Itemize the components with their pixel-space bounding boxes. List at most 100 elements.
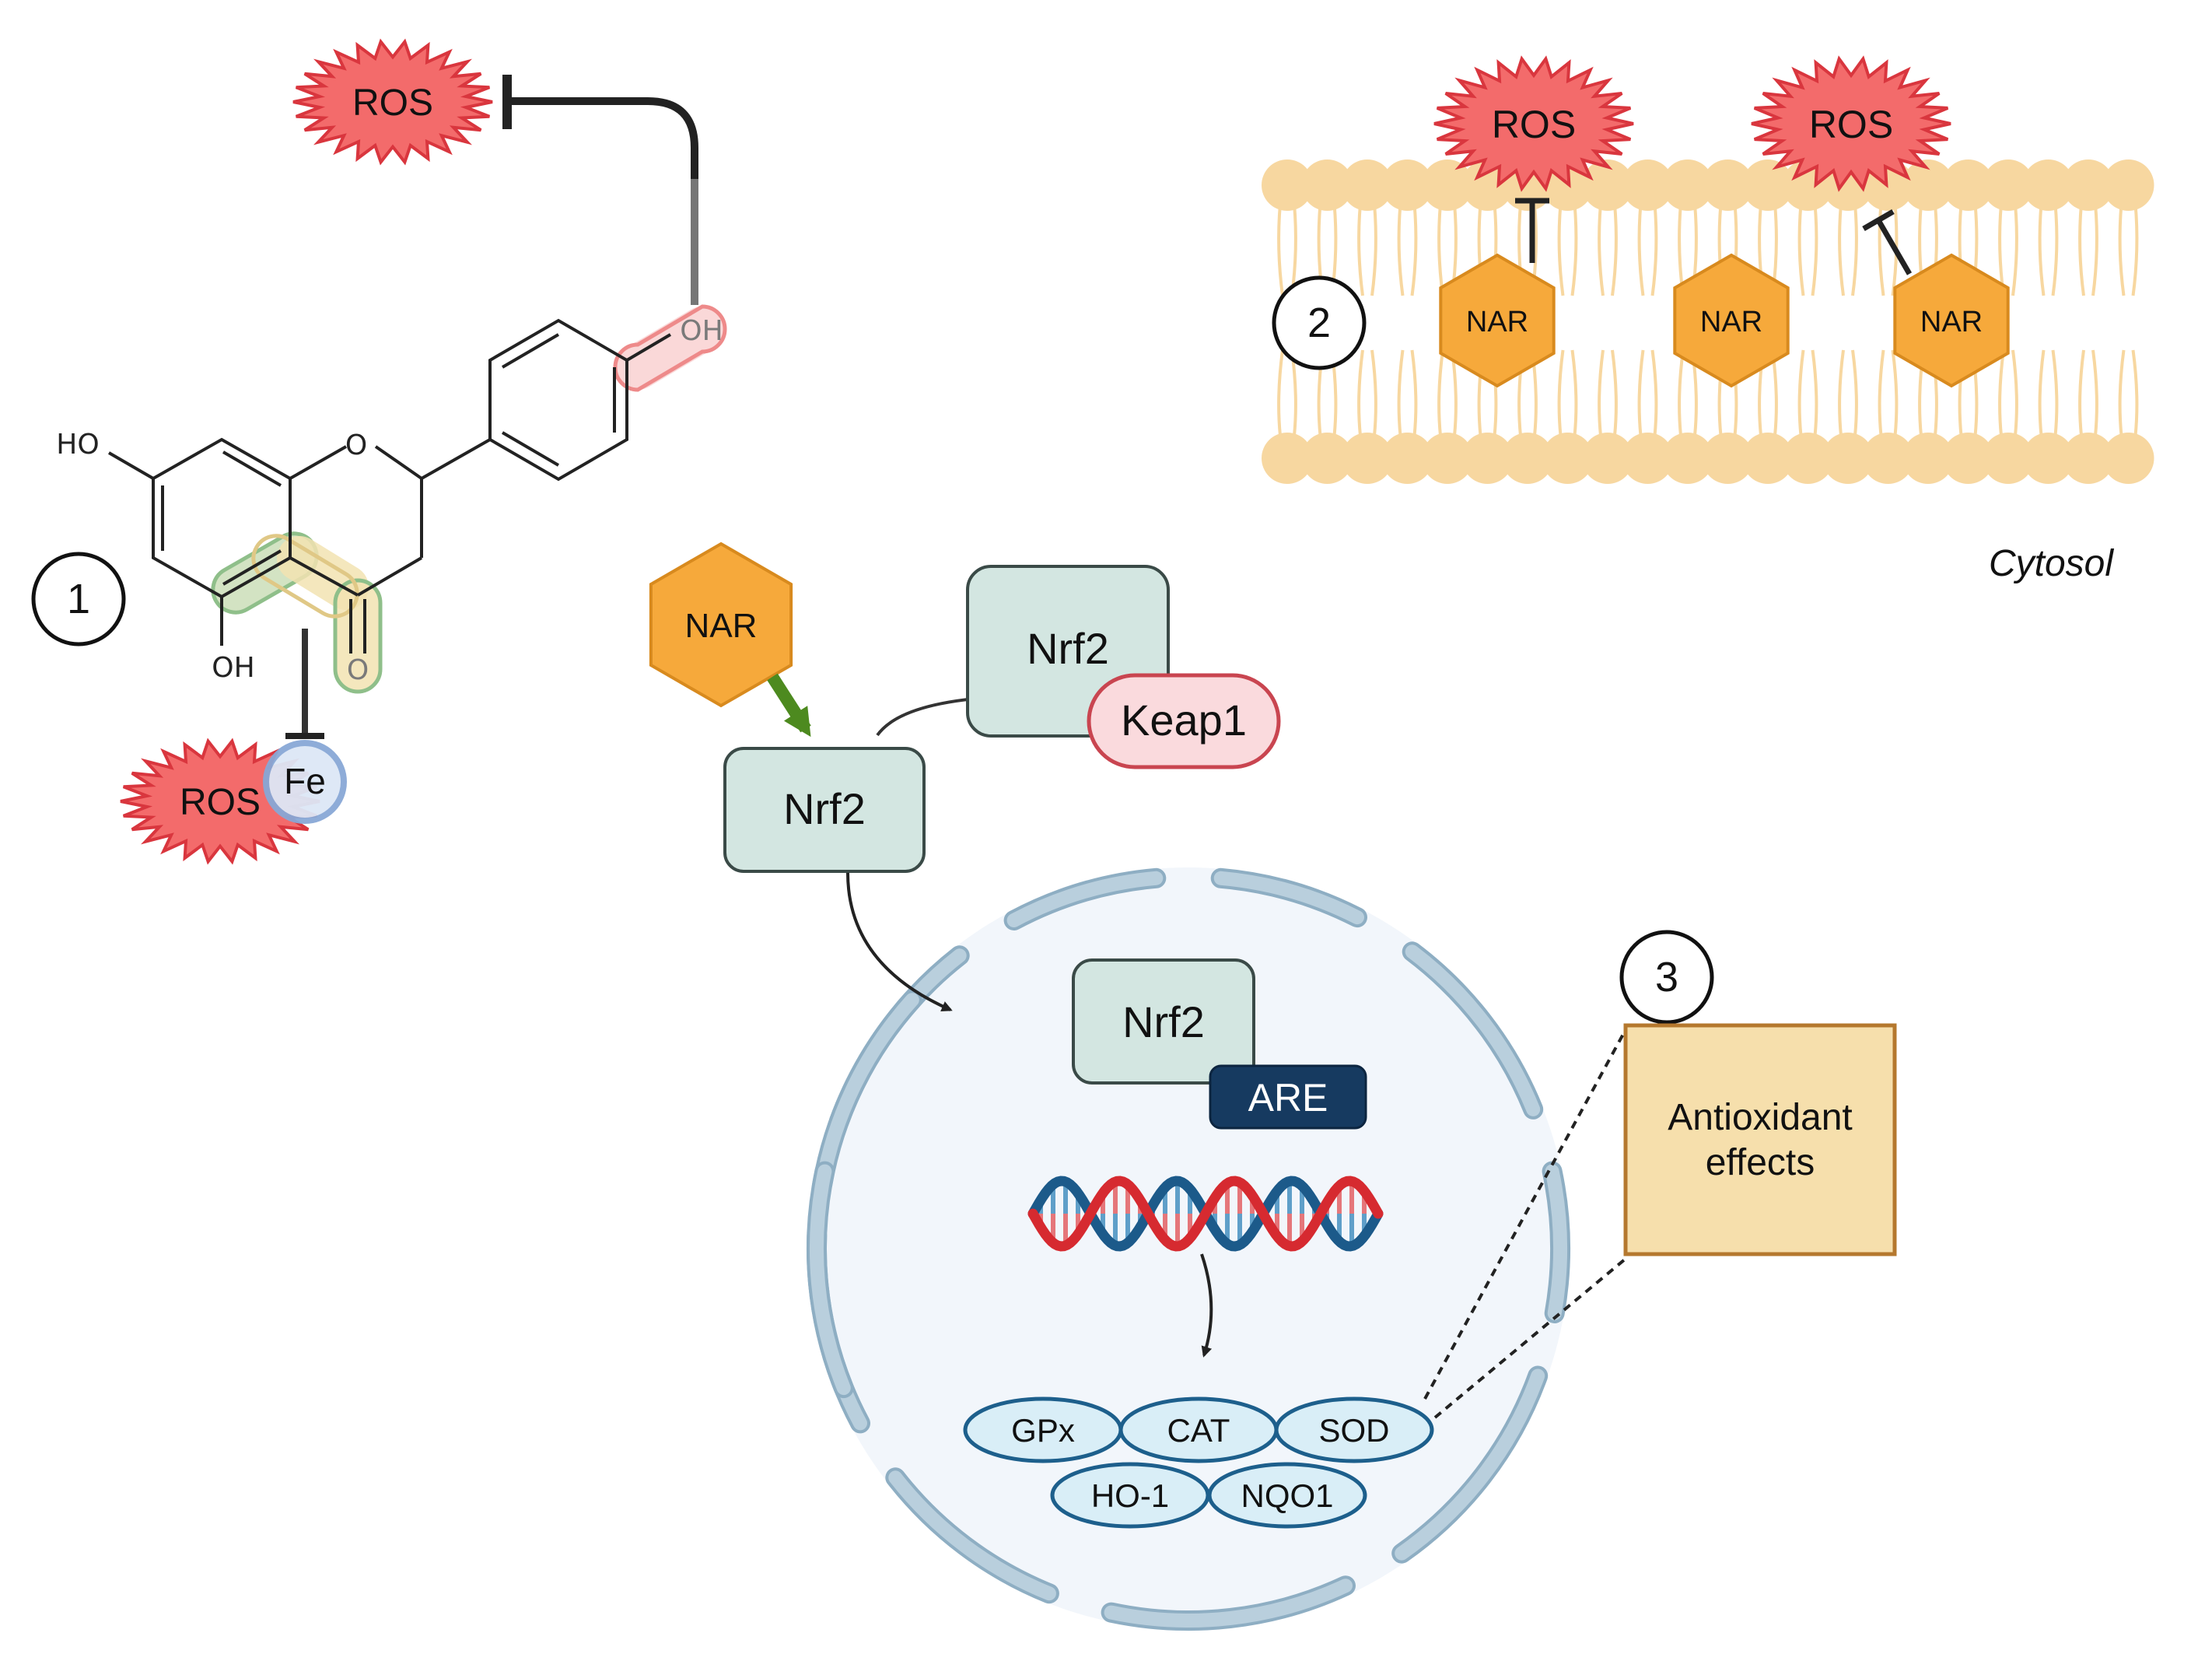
- lipid-tail: [1611, 349, 1618, 436]
- lipid-tail: [2091, 203, 2098, 296]
- nrf2-are-complex: Nrf2 ARE: [1072, 958, 1367, 1130]
- lipid-head: [1983, 159, 2034, 211]
- antioxidant-effects-line2: effects: [1706, 1142, 1815, 1183]
- are-box: [1209, 1064, 1367, 1130]
- lipid-tail: [1277, 203, 1284, 296]
- envelope-segment-inner: [1545, 1164, 1567, 1320]
- envelope-segment-inner: [1006, 871, 1164, 927]
- lipid-tail: [1410, 203, 1418, 296]
- ros-starburst-membrane-left: ROS: [1433, 55, 1634, 192]
- lipid-head: [1782, 433, 1834, 484]
- keap1-label: Keap1: [1121, 696, 1247, 745]
- lipid-head: [1742, 159, 1794, 211]
- lipid-head: [1622, 433, 1674, 484]
- lipid-tail: [1811, 203, 1818, 296]
- lipid-tail: [2131, 203, 2139, 296]
- fe-ion: Fe: [263, 740, 347, 824]
- envelope-segment-inner: [1104, 1579, 1353, 1628]
- lipid-tail: [2078, 349, 2085, 436]
- lipid-head: [1582, 433, 1633, 484]
- ros-label-membrane-right: ROS: [1809, 103, 1893, 146]
- nrf2-free-label: Nrf2: [783, 784, 866, 833]
- lipid-head: [1502, 433, 1553, 484]
- enzyme-nqo1: NQO1: [1207, 1462, 1367, 1529]
- lipid-head: [2102, 159, 2154, 211]
- nar-label-membrane-right: NAR: [1920, 306, 1983, 338]
- lipid-tail: [2011, 349, 2018, 436]
- lipid-head: [1381, 433, 1433, 484]
- lipid-tail: [1598, 349, 1605, 436]
- lipid-tail: [1891, 349, 1899, 436]
- inhibition-oh-to-ros: [502, 75, 698, 305]
- enzyme-sod: SOD: [1274, 1396, 1434, 1463]
- lipid-tail: [1878, 349, 1885, 436]
- lipid-tail: [2118, 349, 2126, 436]
- nrf2-bound-label: Nrf2: [1027, 624, 1109, 673]
- lipid-head: [1983, 433, 2034, 484]
- nar-label-membrane-left: NAR: [1466, 306, 1528, 338]
- lipid-head: [1822, 433, 1874, 484]
- highlight-keto-outline: [251, 534, 359, 618]
- lipid-tail: [1838, 203, 1845, 296]
- lipid-head: [1742, 433, 1794, 484]
- lipid-tails: [1277, 203, 2139, 436]
- lipid-tail: [1611, 203, 1618, 296]
- ring-oxygen-label: O: [345, 429, 367, 461]
- enzyme-cat-label: CAT: [1167, 1412, 1230, 1449]
- lipid-head: [1942, 433, 1994, 484]
- lipid-tail: [1397, 203, 1405, 296]
- antioxidant-effects-line1: Antioxidant: [1668, 1097, 1853, 1138]
- lipid-head: [1542, 433, 1594, 484]
- nar-membrane-middle: NAR: [1673, 253, 1790, 388]
- lipid-tail: [1570, 203, 1578, 296]
- keap1-box: [1087, 673, 1281, 769]
- ros-label-top: ROS: [352, 82, 433, 124]
- lipid-tail: [1370, 349, 1377, 436]
- lipid-tail: [1357, 203, 1364, 296]
- lipid-tail: [1797, 349, 1805, 436]
- lipid-tail: [1410, 349, 1418, 436]
- enzyme-cat: CAT: [1118, 1396, 1279, 1463]
- enzyme-nqo1-label: NQO1: [1241, 1477, 1333, 1514]
- highlight-carbonyl-outline: [333, 578, 383, 694]
- antioxidant-effects-box: Antioxidant effects: [1623, 1023, 1897, 1256]
- lipid-tail: [1397, 349, 1405, 436]
- lipid-tail: [1437, 203, 1444, 296]
- callout-line-top: [1423, 1026, 1629, 1400]
- nrf2-free-box: [723, 747, 926, 873]
- lipid-tail: [1277, 349, 1284, 436]
- lipid-head: [2063, 433, 2114, 484]
- lipid-head: [1942, 159, 1994, 211]
- enzyme-gpx: GPx: [963, 1396, 1123, 1463]
- lipid-tail: [1650, 203, 1658, 296]
- fe-label: Fe: [284, 761, 326, 801]
- oh-5-label: OH: [212, 652, 254, 684]
- ros-label-fe: ROS: [180, 782, 261, 823]
- inhibition-to-fe: [285, 629, 324, 739]
- cytosol-label: Cytosol: [1989, 543, 2114, 584]
- step-3-number: 3: [1655, 954, 1678, 1000]
- dna-strand-red: [1027, 1176, 1384, 1252]
- enzyme-ho1: HO-1: [1050, 1462, 1210, 1529]
- nrf2-free: Nrf2: [723, 747, 926, 873]
- highlight-4-oh: [615, 307, 725, 390]
- lipid-tail: [1998, 349, 2005, 436]
- envelope-segment-inner: [810, 1164, 851, 1396]
- ring-a-bonds: [107, 318, 672, 654]
- lipid-tail: [2078, 203, 2085, 296]
- naringenin-structure: HO OH OH O O: [56, 304, 727, 694]
- nar-label-activator: NAR: [685, 607, 758, 645]
- lipid-head: [1301, 433, 1353, 484]
- lipid-head: [1301, 159, 1353, 211]
- lipid-tail: [1878, 203, 1885, 296]
- carbonyl-oxygen-label: O: [347, 654, 369, 686]
- lipid-tail: [1838, 349, 1845, 436]
- lipid-tail: [1437, 349, 1444, 436]
- lipid-tail: [1357, 349, 1364, 436]
- nuclear-envelope: [807, 867, 1570, 1631]
- lipid-tail: [1557, 203, 1565, 296]
- lipid-head: [1862, 433, 1914, 484]
- lipid-head: [1702, 159, 1754, 211]
- nar-label-membrane-middle: NAR: [1700, 306, 1762, 338]
- lipid-head: [1422, 433, 1473, 484]
